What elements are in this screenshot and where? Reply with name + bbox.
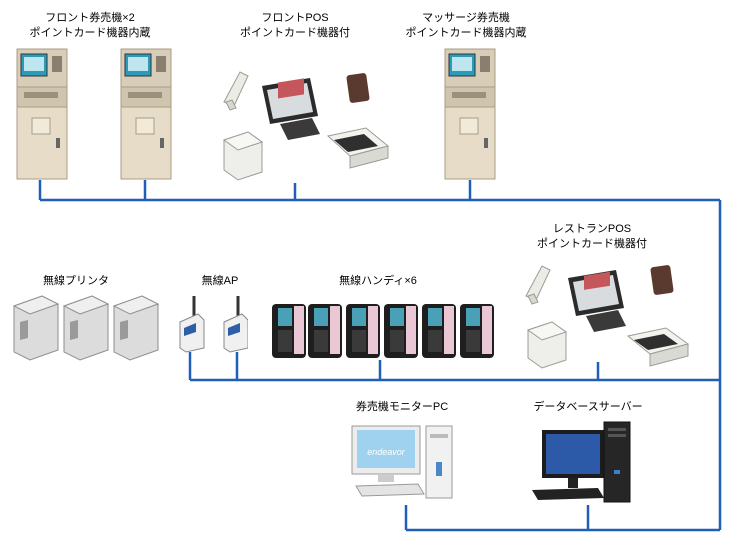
ticket-kiosk-icon	[444, 48, 496, 180]
monitor-pc-icon: endeavor	[351, 425, 453, 499]
handy-terminal-icon	[460, 304, 494, 358]
wireless-printer-label: 無線プリンタ	[43, 275, 109, 287]
pos-terminal-icon	[262, 78, 320, 140]
cash-drawer-icon	[626, 327, 690, 367]
db-server-label: データベースサーバー	[533, 401, 643, 413]
pc-brand-text: endeavor	[367, 447, 406, 457]
barcode-scanner-icon	[223, 71, 249, 111]
restaurant-pos-set-icon	[525, 265, 690, 369]
database-server-icon	[532, 421, 631, 503]
pos-terminal-icon	[568, 270, 626, 332]
handy-terminal-icon	[422, 304, 456, 358]
handy-terminal-icon	[308, 304, 342, 358]
customer-display-icon	[650, 265, 674, 295]
front-pos-set-icon	[222, 71, 390, 181]
wireless-ap-icon	[223, 296, 248, 353]
receipt-printer-icon	[526, 321, 568, 369]
wireless-printers-icon	[12, 295, 160, 361]
wireless-ap-group-icon	[179, 296, 248, 353]
barcode-scanner-icon	[525, 265, 551, 305]
customer-display-icon	[346, 73, 370, 103]
wireless-handies-icon	[272, 304, 494, 358]
wireless-printer-icon	[62, 295, 110, 361]
massage-kiosk-label: マッサージ券売機ポイントカード機器内蔵	[405, 12, 527, 39]
receipt-printer-icon	[222, 131, 264, 181]
handy-terminal-icon	[384, 304, 418, 358]
wireless-ap-icon	[179, 296, 205, 353]
wireless-printer-icon	[12, 295, 60, 361]
handy-terminal-icon	[272, 304, 306, 358]
handy-terminal-icon	[346, 304, 380, 358]
wireless-ap-label: 無線AP	[201, 275, 239, 287]
wireless-printer-icon	[112, 295, 160, 361]
wireless-handy-label: 無線ハンディ×6	[339, 275, 417, 287]
ticket-kiosk-icon	[120, 48, 172, 180]
monitor-pc-label: 券売機モニターPC	[355, 401, 449, 413]
cash-drawer-icon	[326, 127, 390, 169]
ticket-kiosk-icon	[16, 48, 68, 180]
